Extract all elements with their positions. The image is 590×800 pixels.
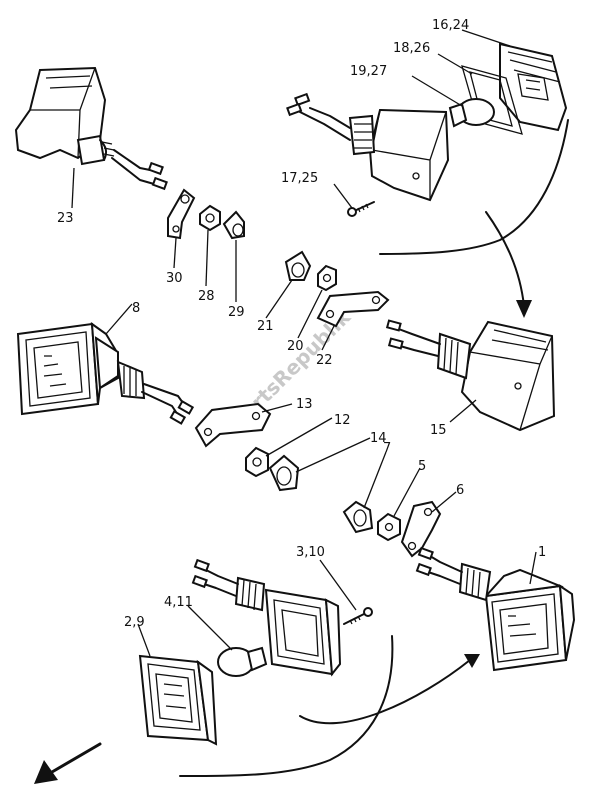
label-2-9: 2,9 <box>124 615 145 630</box>
arrow-down-left-icon <box>34 742 102 784</box>
label-30: 30 <box>166 271 183 286</box>
assembly-arrow-top <box>485 211 532 318</box>
housing-rear <box>286 92 450 202</box>
label-8: 8 <box>132 301 140 316</box>
label-20: 20 <box>287 339 304 354</box>
screw-3-10 <box>343 607 373 625</box>
nut-20 <box>317 264 337 292</box>
label-5: 5 <box>418 459 426 474</box>
flasher-light-1 <box>415 546 576 672</box>
label-18-26: 18,26 <box>393 41 430 56</box>
boundary-line-bottom <box>179 635 394 777</box>
bushing-21 <box>284 250 312 281</box>
flasher-light-23 <box>14 66 168 191</box>
part-labels: 16,24 18,26 19,27 17,25 23 30 28 29 8 21… <box>57 18 546 630</box>
bushing-29 <box>222 210 245 240</box>
bushing-14 <box>268 454 300 492</box>
bushing-7 <box>342 500 374 534</box>
assembly-arrow-bottom <box>299 654 480 725</box>
label-14: 14 <box>370 431 387 446</box>
label-3-10: 3,10 <box>296 545 325 560</box>
label-1: 1 <box>538 545 546 560</box>
label-28: 28 <box>198 289 215 304</box>
lens-16-24 <box>499 42 568 132</box>
label-7: 7 <box>383 441 391 456</box>
label-13: 13 <box>296 397 313 412</box>
nut-5 <box>377 512 401 542</box>
bulb-4-11 <box>217 646 268 677</box>
label-29: 29 <box>228 305 245 320</box>
screw-17-25 <box>347 201 375 217</box>
nut-12 <box>245 446 269 478</box>
flasher-light-15 <box>385 319 556 432</box>
bracket-13 <box>194 402 272 448</box>
bracket-6 <box>400 500 442 558</box>
label-17-25: 17,25 <box>281 171 318 186</box>
housing-front <box>191 558 342 677</box>
label-16-24: 16,24 <box>432 18 469 33</box>
label-12: 12 <box>334 413 351 428</box>
label-6: 6 <box>456 483 464 498</box>
lens-2-9 <box>138 654 218 746</box>
bracket-22 <box>316 290 390 328</box>
label-23: 23 <box>57 211 74 226</box>
label-19-27: 19,27 <box>350 64 387 79</box>
label-21: 21 <box>257 319 274 334</box>
label-15: 15 <box>430 423 447 438</box>
boundary-line-top <box>379 119 569 255</box>
bulb-19-27 <box>448 98 495 128</box>
label-4-11: 4,11 <box>164 595 193 610</box>
leader-lines <box>71 29 537 657</box>
flasher-light-8 <box>16 321 195 425</box>
nut-28 <box>199 204 221 232</box>
label-22: 22 <box>316 353 333 368</box>
bracket-30 <box>167 188 196 240</box>
